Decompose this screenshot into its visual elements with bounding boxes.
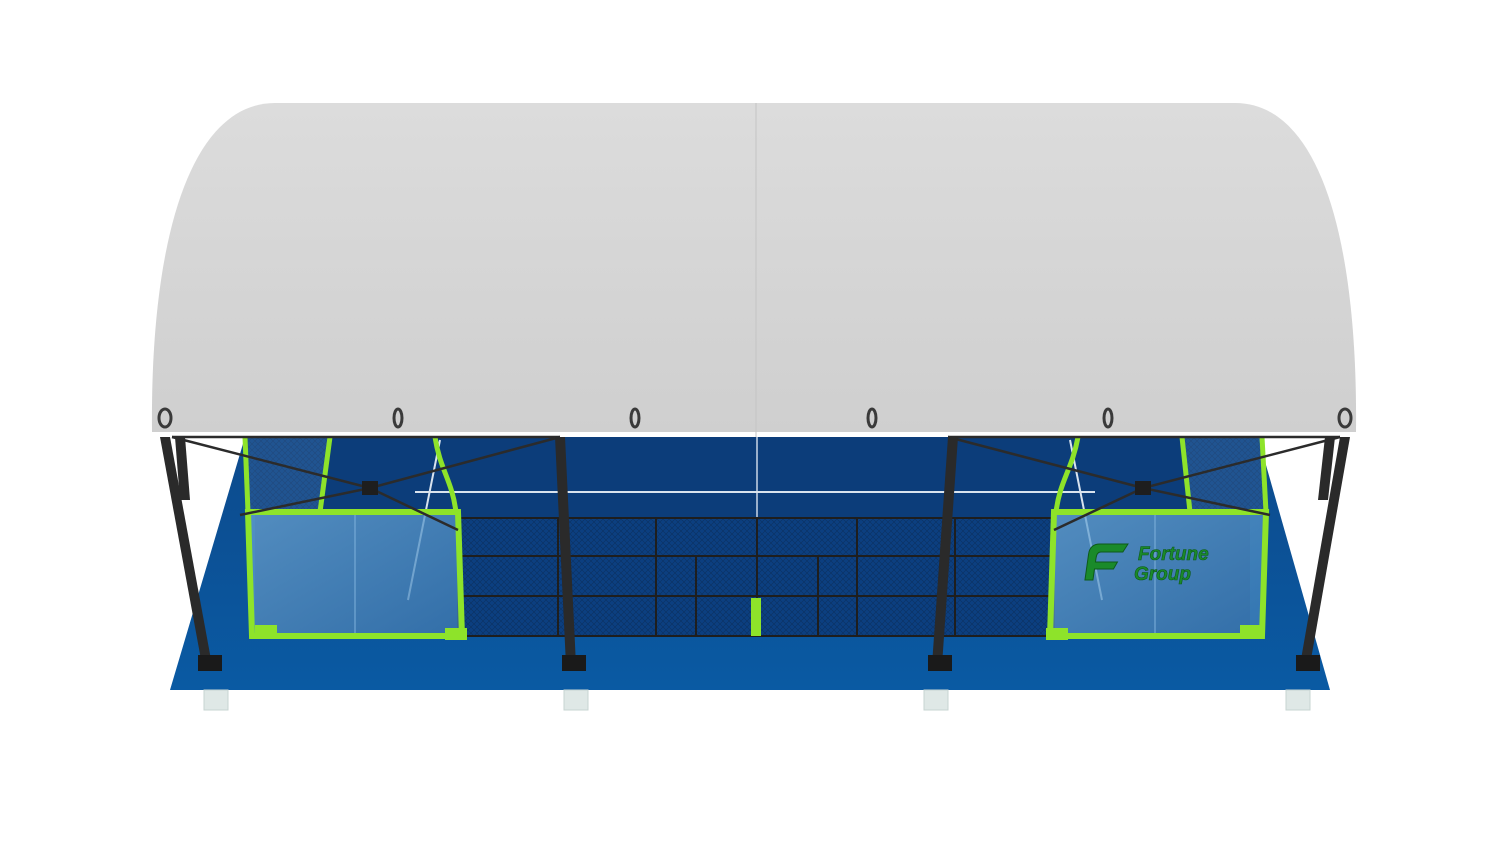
glass-wall-right bbox=[1046, 436, 1270, 640]
glass-wall-left bbox=[242, 436, 467, 640]
concrete-foundations bbox=[203, 689, 1311, 711]
net-post bbox=[751, 598, 761, 636]
roof-hooks bbox=[157, 407, 1353, 429]
bracing-node-left bbox=[362, 481, 378, 495]
fortune-group-logo-icon bbox=[1084, 543, 1129, 581]
mesh-fence-left-back bbox=[245, 437, 330, 512]
steel-bracing bbox=[171, 435, 1341, 532]
logo-text-line1: Fortune bbox=[1138, 544, 1209, 565]
steel-columns bbox=[160, 437, 1350, 665]
canopy-roof bbox=[151, 103, 1357, 432]
column-base-plates bbox=[198, 655, 1320, 671]
bracing-node-right bbox=[1135, 481, 1151, 495]
logo-text-line2: Group bbox=[1134, 564, 1191, 585]
mesh-fence-right-back bbox=[1180, 437, 1268, 512]
